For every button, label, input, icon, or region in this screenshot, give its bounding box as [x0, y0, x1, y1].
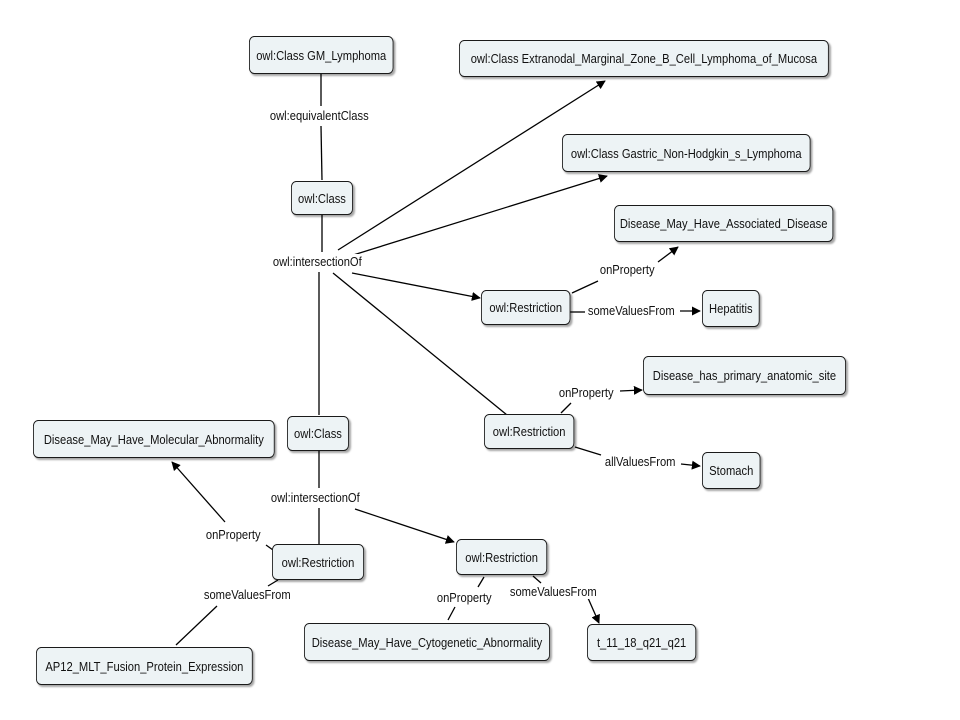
- node-ap12-fusion[interactable]: AP12_MLT_Fusion_Protein_Expression: [36, 647, 253, 685]
- edge-restriction-3-onproperty-stub: [265, 544, 274, 551]
- node-associated-disease[interactable]: Disease_May_Have_Associated_Disease: [614, 205, 834, 242]
- label-some-values-1: someValuesFrom: [587, 303, 676, 318]
- edge-restriction-2-allvalues-stub: [574, 446, 602, 456]
- edge-restriction-1-onproperty-stub: [571, 280, 599, 294]
- edge-intersection-to-gastric: [349, 174, 608, 257]
- edge-restriction-2-allvalues-arrow: [680, 460, 701, 470]
- node-restriction-1-label: owl:Restriction: [489, 300, 563, 315]
- node-restriction-4-label: owl:Restriction: [465, 549, 538, 565]
- node-molecular-abnormality[interactable]: Disease_May_Have_Molecular_Abnormality: [33, 420, 275, 458]
- node-stomach[interactable]: Stomach: [702, 452, 761, 489]
- node-primary-anatomic-site-label: Disease_has_primary_anatomic_site: [652, 368, 837, 383]
- label-some-values-3: someValuesFrom: [203, 587, 292, 602]
- node-gastric-nhl-label: owl:Class Gastric_Non-Hodgkin_s_Lymphoma: [570, 145, 802, 161]
- label-all-values-2: allValuesFrom: [604, 454, 677, 469]
- label-intersection-top: owl:intersectionOf: [272, 254, 363, 269]
- edge-restriction-4-onproperty-line: [447, 606, 456, 621]
- node-restriction-1[interactable]: owl:Restriction: [481, 290, 571, 325]
- edge-restriction-3-onproperty-arrow: [171, 461, 226, 523]
- node-translocation-label: t_11_18_q21_q21: [596, 635, 687, 650]
- node-class-top[interactable]: owl:Class: [291, 181, 353, 215]
- node-gastric-nhl[interactable]: owl:Class Gastric_Non-Hodgkin_s_Lymphoma: [562, 134, 811, 172]
- label-on-property-2: onProperty: [558, 385, 615, 400]
- node-class-bottom-label: owl:Class: [294, 426, 342, 441]
- edge-restriction-4-onproperty-stub: [477, 576, 485, 588]
- edge-restriction-1-onproperty-arrow: [657, 246, 679, 263]
- label-some-values-4: someValuesFrom: [509, 584, 598, 599]
- label-intersection-bottom: owl:intersectionOf: [270, 490, 361, 505]
- node-hepatitis-label: Hepatitis: [709, 301, 753, 316]
- edge-restriction-4-somevalues-stub: [532, 575, 542, 584]
- edge-restriction-4-somevalues-arrow: [587, 597, 600, 624]
- edge-equivalent-class-lower: [320, 125, 323, 181]
- node-class-top-label: owl:Class: [298, 190, 346, 206]
- edge-intersection-to-restriction-4: [354, 508, 455, 544]
- edge-intersection-to-restriction-2: [332, 272, 508, 416]
- edge-restriction-3-somevalues-stub: [267, 579, 279, 587]
- node-restriction-3-label: owl:Restriction: [281, 554, 355, 570]
- node-extranodal-lymphoma[interactable]: owl:Class Extranodal_Marginal_Zone_B_Cel…: [459, 40, 829, 77]
- node-restriction-2[interactable]: owl:Restriction: [484, 414, 575, 449]
- node-stomach-label: Stomach: [709, 463, 754, 478]
- label-equivalent-class: owl:equivalentClass: [269, 108, 370, 123]
- node-ap12-fusion-label: AP12_MLT_Fusion_Protein_Expression: [45, 658, 244, 674]
- node-class-bottom[interactable]: owl:Class: [287, 416, 349, 451]
- label-on-property-1: onProperty: [599, 262, 656, 277]
- node-cytogenetic-abnormality-label: Disease_May_Have_Cytogenetic_Abnormality: [311, 634, 543, 650]
- node-associated-disease-label: Disease_May_Have_Associated_Disease: [619, 216, 828, 231]
- edge-restriction-3-somevalues-line: [175, 605, 218, 646]
- node-gm-lymphoma[interactable]: owl:Class GM_Lymphoma: [249, 36, 394, 74]
- edge-intersection-to-extranodal: [337, 80, 606, 251]
- node-primary-anatomic-site[interactable]: Disease_has_primary_anatomic_site: [643, 356, 846, 395]
- edge-restriction-2-onproperty-arrow: [619, 385, 643, 395]
- edge-intersection-to-restriction-1: [351, 272, 481, 301]
- node-extranodal-lymphoma-label: owl:Class Extranodal_Marginal_Zone_B_Cel…: [470, 51, 818, 66]
- node-gm-lymphoma-label: owl:Class GM_Lymphoma: [256, 47, 387, 63]
- edge-restriction-2-onproperty-stub: [560, 402, 572, 414]
- label-on-property-3: onProperty: [205, 527, 262, 542]
- node-translocation[interactable]: t_11_18_q21_q21: [587, 624, 697, 661]
- label-on-property-4: onProperty: [436, 590, 493, 605]
- node-cytogenetic-abnormality[interactable]: Disease_May_Have_Cytogenetic_Abnormality: [304, 623, 550, 661]
- node-restriction-3[interactable]: owl:Restriction: [272, 544, 365, 580]
- node-molecular-abnormality-label: Disease_May_Have_Molecular_Abnormality: [43, 431, 264, 447]
- node-restriction-2-label: owl:Restriction: [492, 424, 566, 439]
- node-hepatitis[interactable]: Hepatitis: [702, 290, 760, 327]
- node-restriction-4[interactable]: owl:Restriction: [456, 539, 548, 575]
